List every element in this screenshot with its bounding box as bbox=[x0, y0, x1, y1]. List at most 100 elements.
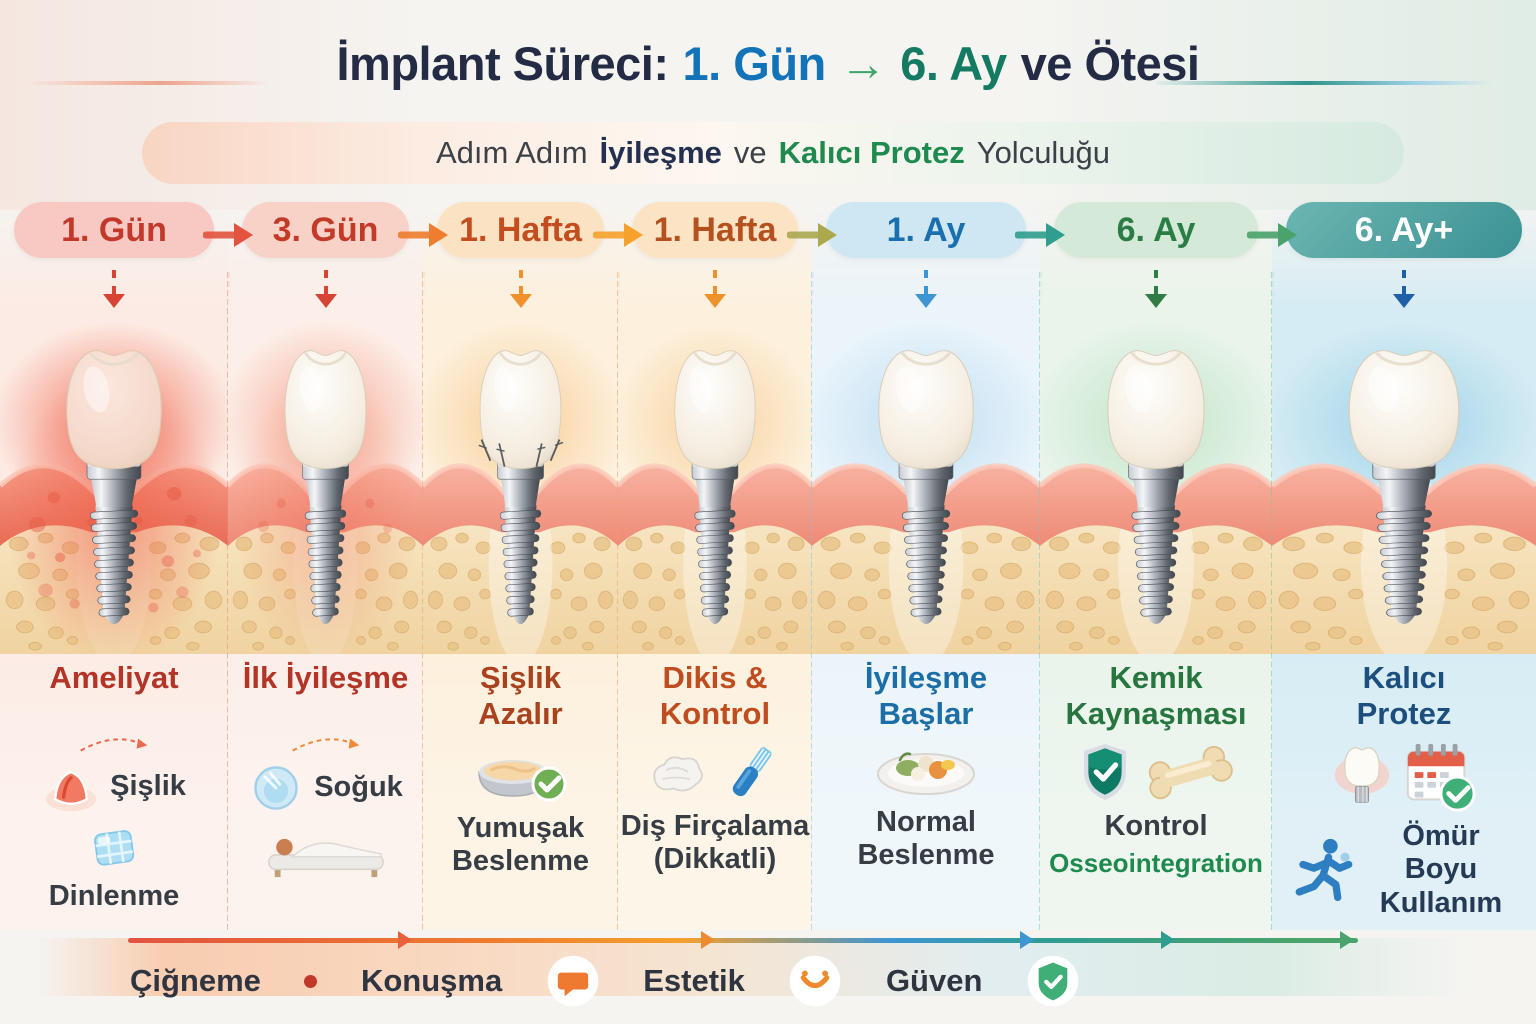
next-stage-arrow-icon bbox=[592, 220, 645, 250]
next-stage-arrow-icon bbox=[1014, 220, 1067, 250]
stage-time-pill: 3. Gün bbox=[242, 202, 409, 258]
stage-time-pill: 6. Ay+ bbox=[1286, 202, 1522, 258]
care-row: Normal Beslenme bbox=[812, 806, 1040, 873]
benefit-label: Güven bbox=[885, 963, 983, 998]
timeline-arrowhead-icon bbox=[1161, 931, 1175, 949]
implant-illustration bbox=[618, 314, 812, 654]
subtitle-part-2: İyileşme bbox=[599, 135, 722, 170]
footer-band bbox=[36, 938, 1466, 996]
care-row bbox=[469, 740, 573, 806]
stage-title: İlk İyileşme bbox=[242, 660, 409, 695]
dashed-curve-arrow-icon bbox=[0, 732, 228, 756]
implant-illustration bbox=[228, 314, 423, 654]
care-row: Kontrol bbox=[1104, 810, 1207, 843]
benefit-label: Estetik bbox=[643, 963, 745, 998]
bone-icon bbox=[1143, 744, 1235, 800]
care-row: Soğuk bbox=[248, 760, 403, 816]
next-stage-arrow-icon bbox=[1246, 220, 1299, 250]
subtitle-part-3: ve bbox=[733, 135, 767, 170]
stage-time-pill: 6. Ay bbox=[1054, 202, 1258, 258]
stage-title: Kalıcı Protez bbox=[1356, 660, 1452, 731]
stage-pill-zone: 6. Ay bbox=[1040, 202, 1297, 268]
stage-time-label: 3. Gün bbox=[272, 210, 379, 249]
next-stage-arrow-icon bbox=[397, 220, 450, 250]
stage-time-label: 1. Gün bbox=[61, 210, 167, 249]
shield-badge-icon bbox=[1026, 954, 1080, 1008]
timeline-arrowhead-icon bbox=[1020, 931, 1034, 949]
title-accent-line-left bbox=[26, 81, 270, 85]
care-row bbox=[871, 740, 981, 800]
care-label: Diş Firçalama (Dikkatli) bbox=[620, 810, 810, 876]
down-arrow-icon bbox=[812, 268, 1040, 314]
stage-care-items: Ömür Boyu Kullanım bbox=[1272, 736, 1536, 920]
stage-pill-zone: 1. Hafta bbox=[423, 202, 643, 268]
care-row bbox=[1332, 740, 1476, 814]
stage-time-pill: 1. Hafta bbox=[437, 202, 604, 258]
care-label: Soğuk bbox=[314, 771, 403, 804]
toothbrush-icon bbox=[720, 740, 784, 804]
timeline-arrowhead-icon bbox=[701, 931, 715, 949]
stage-care-items: Diş Firçalama (Dikkatli) bbox=[618, 736, 812, 877]
care-row: Şişlik bbox=[42, 760, 186, 814]
stage-pill-zone: 1. Hafta bbox=[618, 202, 837, 268]
title-part-4: ve Ötesi bbox=[1020, 37, 1200, 90]
stage-care-items: Normal Beslenme bbox=[812, 736, 1040, 873]
implant-illustration bbox=[812, 314, 1040, 654]
stage-title: Şişlik Azalır bbox=[478, 660, 563, 731]
implant-crown-icon bbox=[1332, 741, 1392, 813]
gauze-icon bbox=[646, 744, 710, 800]
stage-title: Ameliyat bbox=[49, 660, 179, 695]
stage-title: İyileşme Başlar bbox=[864, 660, 988, 731]
stage-time-label: 1. Hafta bbox=[459, 210, 582, 249]
care-row: Osseointegration bbox=[1049, 848, 1263, 879]
down-arrow-icon bbox=[423, 268, 618, 314]
benefit-label: Çiğneme bbox=[130, 963, 261, 998]
subtitle-part-4: Kalıcı Protez bbox=[778, 135, 965, 170]
swelling-icon bbox=[42, 760, 100, 814]
down-arrow-icon bbox=[618, 268, 812, 314]
benefit-label: Konuşma bbox=[360, 963, 503, 998]
soft-food-bowl-icon bbox=[469, 740, 573, 806]
shield-check-icon bbox=[1077, 740, 1133, 804]
benefits-footer: Çiğneme Konuşma Estetik Güven bbox=[0, 930, 1536, 1024]
timeline-arrow-line bbox=[128, 931, 1358, 949]
smile-icon bbox=[788, 954, 842, 1008]
care-label: Dinlenme bbox=[48, 880, 180, 912]
stage-care-items: Yumuşak Beslenme bbox=[423, 736, 618, 879]
care-label: Normal Beslenme bbox=[857, 806, 995, 872]
care-label: Kontrol bbox=[1104, 810, 1208, 842]
stage-care-items: Soğuk bbox=[228, 756, 423, 880]
care-label: Ömür Boyu Kullanım bbox=[1379, 820, 1503, 919]
care-row bbox=[1077, 740, 1235, 804]
stage-title: Dikis & Kontrol bbox=[659, 660, 771, 731]
down-arrow-icon bbox=[228, 268, 423, 314]
implant-illustration bbox=[1272, 314, 1536, 654]
care-row: Dinlenme bbox=[49, 880, 180, 913]
ice-cube-icon bbox=[87, 820, 141, 874]
title-part-1: İmplant Süreci: bbox=[336, 37, 670, 90]
subtitle: Adım Adım İyileşme ve Kalıcı Protez Yolculuğ… bbox=[142, 122, 1404, 184]
care-row: Diş Firçalama (Dikkatli) bbox=[618, 810, 812, 877]
implant-illustration bbox=[1040, 314, 1272, 654]
care-row bbox=[262, 822, 390, 880]
down-arrow-icon bbox=[1272, 268, 1536, 314]
red-dot-icon bbox=[304, 974, 318, 988]
benefits-items: Çiğneme Konuşma Estetik Güven bbox=[130, 954, 1080, 1008]
resting-person-icon bbox=[262, 822, 390, 880]
subtitle-part-1: Adım Adım bbox=[435, 135, 588, 170]
care-row: Yumuşak Beslenme bbox=[423, 812, 618, 879]
subtitle-part-5: Yolculuğu bbox=[976, 135, 1111, 170]
stage-time-pill: 1. Hafta bbox=[632, 202, 798, 258]
care-label: Yumuşak Beslenme bbox=[451, 812, 589, 878]
care-label: Şişlik bbox=[110, 770, 186, 803]
stage-time-pill: 1. Gün bbox=[14, 202, 214, 258]
